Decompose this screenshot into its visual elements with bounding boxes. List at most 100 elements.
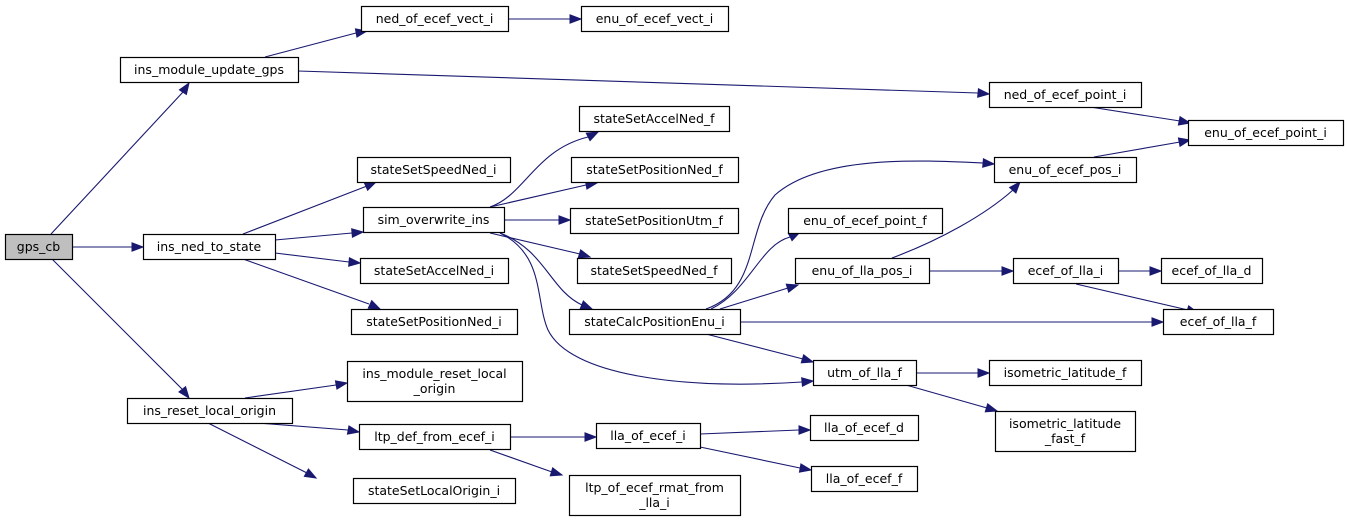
node-enu-of-lla-pos-i[interactable]: enu_of_lla_pos_i: [794, 257, 931, 285]
node-ltp-def-from-ecef-i[interactable]: ltp_def_from_ecef_i: [358, 423, 512, 451]
edge-utm-of-lla-f-to-isometric-latitude-f: [916, 368, 991, 378]
node-stateSetPositionNed-i[interactable]: stateSetPositionNed_i: [350, 308, 519, 336]
node-label: ins_reset_local_origin: [143, 403, 276, 418]
edge-gps-cb-to-ins-module-update-gps: [50, 81, 190, 235]
arrowhead-icon: [178, 81, 190, 96]
node-label: enu_of_ecef_point_f: [803, 213, 927, 228]
edge-ins-ned-to-state-to-sim-overwrite-ins: [274, 228, 365, 241]
edge-line: [699, 429, 800, 435]
node-ins-module-update-gps[interactable]: ins_module_update_gps: [119, 56, 300, 84]
node-stateSetPositionNed-f[interactable]: stateSetPositionNed_f: [570, 156, 740, 184]
edge-line: [699, 446, 801, 469]
node-label: sim_overwrite_ins: [378, 212, 490, 227]
node-isometric-latitude-f[interactable]: isometric_latitude_f: [988, 359, 1143, 387]
node-box: [569, 207, 740, 235]
node-stateSetSpeedNed-f[interactable]: stateSetSpeedNed_f: [576, 257, 733, 285]
node-enu-of-ecef-point-i[interactable]: enu_of_ecef_point_i: [1187, 119, 1345, 147]
node-label: stateCalcPositionEnu_i: [584, 314, 725, 329]
node-ltp-of-ecef-rmat-from-lla-i[interactable]: ltp_of_ecef_rmat_from_lla_i: [568, 474, 742, 517]
node-isometric-latitude-fast-f[interactable]: isometric_latitude_fast_f: [994, 410, 1137, 453]
node-label: ins_module_reset_local: [362, 366, 506, 381]
edge-gps-cb-to-ins-ned-to-state: [72, 242, 145, 252]
edge-line: [705, 333, 804, 360]
node-box: [812, 359, 918, 387]
node-label: lla_of_ecef_f: [826, 471, 903, 486]
node-stateSetAccelNed-f[interactable]: stateSetAccelNed_f: [578, 105, 731, 133]
arrowhead-icon: [977, 368, 991, 378]
node-gps-cb[interactable]: gps_cb: [4, 233, 74, 261]
node-label: stateSetSpeedNed_i: [370, 162, 496, 177]
node-label: ecef_of_lla_d: [1172, 263, 1252, 278]
edge-stateCalcPositionEnu-i-to-enu-of-ecef-pos-i: [705, 158, 996, 310]
arrowhead-icon: [579, 300, 594, 310]
arrowhead-icon: [303, 468, 318, 479]
node-box: [1012, 257, 1120, 285]
node-label: gps_cb: [17, 239, 61, 254]
edge-lla-of-ecef-i-to-lla-of-ecef-d: [699, 425, 812, 435]
node-box: [810, 465, 919, 493]
node-ins-ned-to-state[interactable]: ins_ned_to_state: [142, 233, 277, 261]
arrowhead-icon: [1177, 115, 1192, 126]
node-sim-overwrite-ins[interactable]: sim_overwrite_ins: [362, 206, 506, 234]
node-label: ltp_def_from_ecef_i: [374, 429, 495, 444]
node-stateSetSpeedNed-i[interactable]: stateSetSpeedNed_i: [356, 156, 512, 184]
arrowhead-icon: [131, 242, 145, 252]
arrowhead-icon: [351, 228, 365, 238]
node-box: [578, 105, 731, 133]
node-label: enu_of_lla_pos_i: [812, 263, 913, 278]
node-utm-of-lla-f[interactable]: utm_of_lla_f: [812, 359, 918, 387]
edge-ins-ned-to-state-to-stateSetPositionNed-i: [242, 258, 382, 310]
node-label: ltp_of_ecef_rmat_from: [585, 480, 724, 495]
edge-line: [719, 287, 789, 310]
node-stateCalcPositionEnu-i[interactable]: stateCalcPositionEnu_i: [568, 308, 742, 336]
node-label: ins_module_update_gps: [134, 62, 284, 77]
node-ecef-of-lla-i[interactable]: ecef_of_lla_i: [1012, 257, 1120, 285]
edge-stateCalcPositionEnu-i-to-ecef-of-lla-f: [740, 317, 1165, 327]
edge-line: [264, 32, 357, 58]
node-ned-of-ecef-vect-i[interactable]: ned_of_ecef_vect_i: [360, 5, 510, 33]
node-ecef-of-lla-d[interactable]: ecef_of_lla_d: [1160, 257, 1264, 285]
arrowhead-icon: [577, 248, 592, 259]
node-ecef-of-lla-f[interactable]: ecef_of_lla_f: [1162, 308, 1275, 336]
node-box: [576, 257, 733, 285]
arrowhead-icon: [982, 158, 996, 168]
edge-ned-of-ecef-vect-i-to-enu-of-ecef-vect-i: [508, 14, 583, 24]
node-lla-of-ecef-i[interactable]: lla_of_ecef_i: [595, 422, 702, 450]
node-label: ins_ned_to_state: [157, 239, 262, 254]
node-stateSetPositionUtm-f[interactable]: stateSetPositionUtm_f: [569, 207, 740, 235]
node-stateSetAccelNed-i[interactable]: stateSetAccelNed_i: [359, 257, 510, 285]
node-ned-of-ecef-point-i[interactable]: ned_of_ecef_point_i: [988, 81, 1143, 109]
node-label: lla_of_ecef_i: [610, 428, 686, 443]
edge-line: [274, 232, 353, 241]
edge-sim-overwrite-ins-to-stateSetAccelNed-f: [489, 131, 600, 208]
node-label: ned_of_ecef_point_i: [1004, 87, 1127, 102]
node-box: [568, 474, 742, 517]
node-enu-of-ecef-vect-i[interactable]: enu_of_ecef_vect_i: [580, 5, 730, 33]
edge-ins-module-update-gps-to-ned-of-ecef-vect-i: [264, 28, 369, 58]
edge-line: [489, 232, 581, 255]
arrowhead-icon: [334, 380, 349, 390]
node-lla-of-ecef-f[interactable]: lla_of_ecef_f: [810, 465, 919, 493]
node-ins-module-reset-local-origin[interactable]: ins_module_reset_local_origin: [346, 360, 524, 403]
arrowhead-icon: [977, 88, 991, 98]
node-enu-of-ecef-pos-i[interactable]: enu_of_ecef_pos_i: [993, 156, 1138, 184]
node-box: [346, 360, 524, 403]
edge-enu-of-ecef-pos-i-to-enu-of-ecef-point-i: [1093, 137, 1192, 158]
node-label: stateSetAccelNed_f: [593, 111, 715, 126]
node-label: _origin: [413, 381, 456, 396]
arrowhead-icon: [363, 181, 378, 192]
edge-line: [50, 91, 184, 235]
edge-line: [1093, 141, 1181, 158]
edge-sim-overwrite-ins-to-utm-of-lla-f: [499, 232, 815, 387]
node-box: [787, 207, 944, 235]
node-lla-of-ecef-d[interactable]: lla_of_ecef_d: [809, 414, 920, 442]
arrowhead-icon: [558, 215, 572, 225]
edge-stateCalcPositionEnu-i-to-utm-of-lla-f: [705, 333, 815, 364]
arrowhead-icon: [549, 466, 564, 477]
edge-lla-of-ecef-i-to-lla-of-ecef-f: [699, 446, 813, 473]
node-ins-reset-local-origin[interactable]: ins_reset_local_origin: [126, 397, 294, 425]
node-stateSetLocalOrigin-i[interactable]: stateSetLocalOrigin_i: [352, 477, 517, 505]
arrowhead-icon: [585, 131, 600, 142]
node-enu-of-ecef-point-f[interactable]: enu_of_ecef_point_f: [787, 207, 944, 235]
node-label: isometric_latitude: [1009, 416, 1121, 431]
